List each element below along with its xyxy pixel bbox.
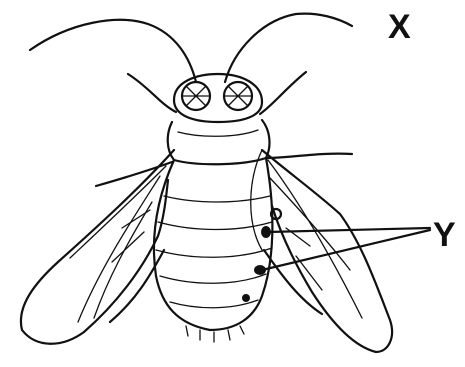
thorax [168, 120, 270, 164]
pointer-lines-y [262, 228, 430, 270]
antennae [30, 14, 352, 82]
wing-left [21, 150, 174, 344]
compound-eye-right [224, 82, 252, 110]
head [174, 74, 262, 122]
abdomen [154, 158, 272, 342]
compound-eye-left [182, 82, 210, 110]
label-x: X [388, 8, 411, 46]
label-y: Y [433, 216, 456, 254]
spiracles [242, 209, 281, 302]
